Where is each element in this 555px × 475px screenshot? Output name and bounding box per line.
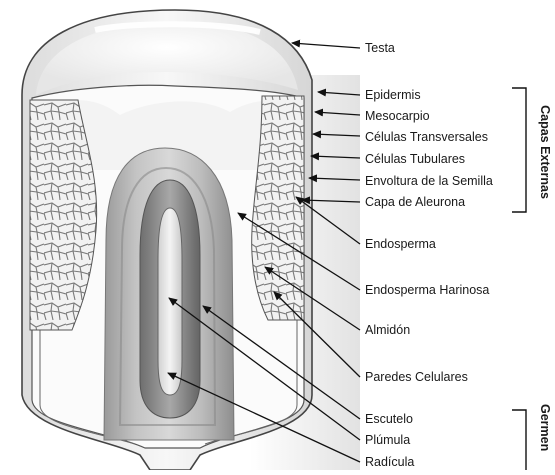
label-envoltura: Envoltura de la Semilla (365, 174, 493, 188)
label-celulas-tubulares: Células Tubulares (365, 152, 465, 166)
label-almidon: Almidón (365, 323, 410, 337)
group-germen: Germen (538, 404, 552, 451)
bracket-capas-externas (512, 88, 526, 212)
group-capas-externas: Capas Externas (538, 105, 552, 199)
label-escutelo: Escutelo (365, 412, 413, 426)
label-celulas-transversales: Células Transversales (365, 130, 488, 144)
label-paredes: Paredes Celulares (365, 370, 468, 384)
label-endosperma: Endosperma (365, 237, 436, 251)
label-radicula: Radícula (365, 455, 414, 469)
bracket-germen (512, 410, 526, 470)
label-plumula: Plúmula (365, 433, 410, 447)
label-endosperma-harinosa: Endosperma Harinosa (365, 283, 489, 297)
arrow-testa (292, 43, 360, 48)
label-mesocarpio: Mesocarpio (365, 109, 430, 123)
label-epidermis: Epidermis (365, 88, 421, 102)
label-aleurona: Capa de Aleurona (365, 195, 465, 209)
label-testa: Testa (365, 41, 395, 55)
germ-core (158, 208, 182, 395)
